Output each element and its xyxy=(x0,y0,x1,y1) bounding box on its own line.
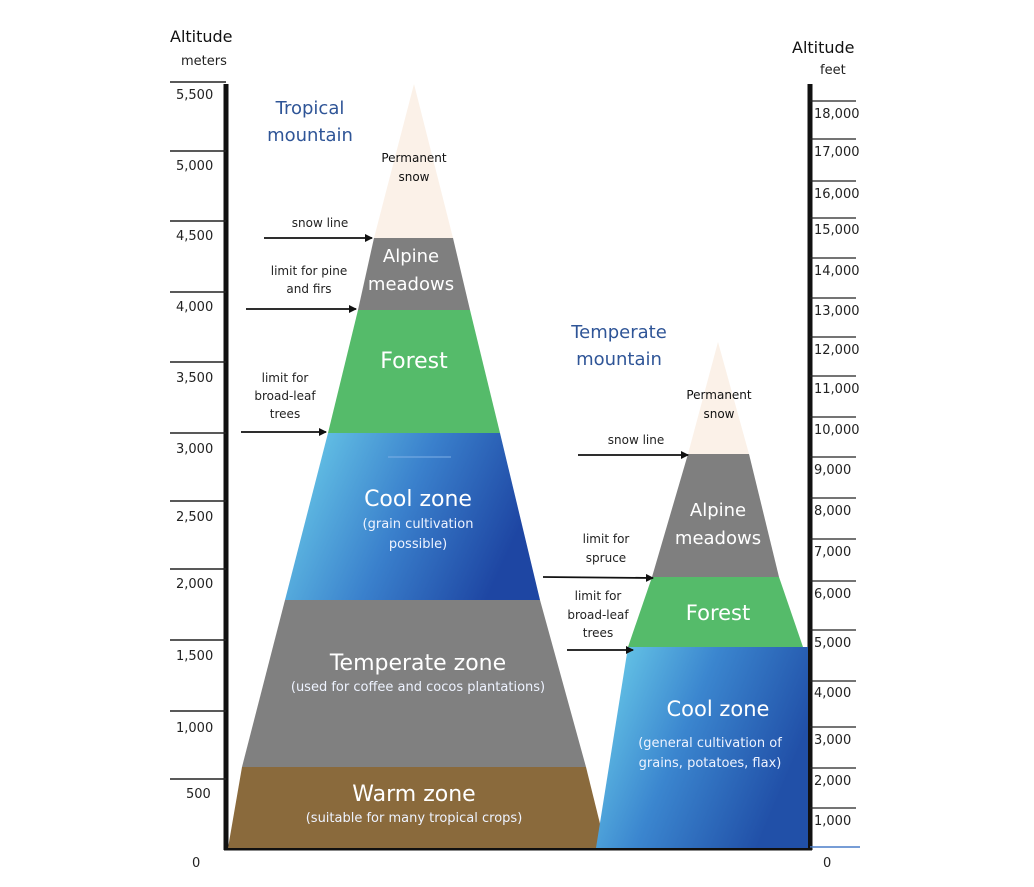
tropical-forest-label: Forest xyxy=(380,349,448,374)
right-tick-label: 4,000 xyxy=(814,686,851,701)
left-tick-label: 1,000 xyxy=(176,721,213,736)
tropical-title-line2: mountain xyxy=(267,125,353,146)
left-tick-label: 5,500 xyxy=(176,88,213,103)
tropical-warm-zone xyxy=(228,767,606,848)
tropical-temperate-sublabel: (used for coffee and cocos plantations) xyxy=(291,680,545,695)
right-tick-label: 16,000 xyxy=(814,187,860,202)
right-tick-label: 15,000 xyxy=(814,223,860,238)
left-axis-unit: meters xyxy=(181,54,227,69)
right-tick-label: 6,000 xyxy=(814,587,851,602)
right-tick-label: 17,000 xyxy=(814,145,860,160)
temperate-snow-line-label: snow line xyxy=(608,433,664,447)
tropical-warm-sublabel: (suitable for many tropical crops) xyxy=(306,811,523,826)
left-tick-label: 5,000 xyxy=(176,159,213,174)
left-tick-label: 3,500 xyxy=(176,371,213,386)
temperate-peak-label-line2: snow xyxy=(703,407,734,421)
temperate-cool-label: Cool zone xyxy=(667,697,770,721)
tropical-cool-zone xyxy=(285,433,540,600)
right-axis-title: Altitude xyxy=(792,38,855,57)
right-tick-label: 8,000 xyxy=(814,504,851,519)
tropical-broadleaf-label-line2: broad-leaf xyxy=(254,389,316,403)
temperate-forest-zone xyxy=(628,577,803,647)
temperate-snow-zone xyxy=(688,342,749,454)
right-axis-unit: feet xyxy=(820,63,846,78)
temperate-cool-sublabel-line1: (general cultivation of xyxy=(638,736,782,751)
tropical-snow-line-label: snow line xyxy=(292,216,348,230)
temperate-alpine-label-line2: meadows xyxy=(675,528,761,549)
tropical-alpine-label-line1: Alpine xyxy=(383,246,439,267)
right-tick-label: 0 xyxy=(823,856,831,871)
tropical-broadleaf-label-line1: limit for xyxy=(262,371,309,385)
right-tick-label: 11,000 xyxy=(814,382,860,397)
tropical-pine-limit-label-line1: limit for pine xyxy=(271,264,347,278)
temperate-broadleaf-label-line2: broad-leaf xyxy=(567,608,629,622)
tropical-temperate-label: Temperate zone xyxy=(329,651,506,676)
left-tick-label: 2,000 xyxy=(176,577,213,592)
right-axis-ticks: 18,000 17,000 16,000 15,000 14,000 13,00… xyxy=(810,100,860,871)
right-tick-label: 1,000 xyxy=(814,814,851,829)
left-tick-label: 2,500 xyxy=(176,510,213,525)
temperate-alpine-zone xyxy=(652,454,779,577)
left-axis-title: Altitude xyxy=(170,27,233,46)
right-tick-label: 13,000 xyxy=(814,304,860,319)
left-tick-label: 4,500 xyxy=(176,229,213,244)
temperate-peak-label-line1: Permanent xyxy=(686,388,752,402)
right-tick-label: 14,000 xyxy=(814,264,860,279)
temperate-spruce-limit-arrow xyxy=(542,573,654,582)
tropical-peak-label-line2: snow xyxy=(398,170,429,184)
tropical-title-line1: Tropical xyxy=(275,98,345,119)
right-tick-label: 18,000 xyxy=(814,107,860,122)
tropical-snow-zone xyxy=(374,84,453,238)
right-tick-label: 2,000 xyxy=(814,774,851,789)
right-tick-label: 3,000 xyxy=(814,733,851,748)
temperate-alpine-label-line1: Alpine xyxy=(690,500,746,521)
tropical-pine-limit-label-line2: and firs xyxy=(286,282,331,296)
left-tick-label: 500 xyxy=(186,787,211,802)
temperate-broadleaf-label-line1: limit for xyxy=(575,589,622,603)
temperate-cool-sublabel-line2: grains, potatoes, flax) xyxy=(639,756,782,771)
right-tick-label: 12,000 xyxy=(814,343,860,358)
right-tick-label: 5,000 xyxy=(814,636,851,651)
tropical-cool-sublabel-line1: (grain cultivation xyxy=(363,517,474,532)
tropical-temperate-zone xyxy=(242,600,586,767)
right-tick-label: 7,000 xyxy=(814,545,851,560)
temperate-spruce-limit-label-line2: spruce xyxy=(586,551,626,565)
right-tick-label: 9,000 xyxy=(814,463,851,478)
left-tick-label: 3,000 xyxy=(176,442,213,457)
left-tick-label: 0 xyxy=(192,856,200,871)
temperate-forest-label: Forest xyxy=(686,601,750,625)
temperate-broadleaf-label-line3: trees xyxy=(583,626,613,640)
temperate-spruce-limit-label-line1: limit for xyxy=(583,532,630,546)
tropical-warm-label: Warm zone xyxy=(352,782,475,807)
tropical-cool-label: Cool zone xyxy=(364,487,472,512)
temperate-title-line1: Temperate xyxy=(570,322,667,343)
tropical-alpine-zone xyxy=(358,238,470,310)
tropical-forest-zone xyxy=(328,310,500,433)
tropical-mountain: Tropical mountain Permanent snow Alpine … xyxy=(228,84,606,848)
tropical-broadleaf-label-line3: trees xyxy=(270,407,300,421)
left-axis-ticks: 5,500 5,000 4,500 4,000 3,500 3,000 2,50… xyxy=(170,81,226,871)
tropical-peak-label-line1: Permanent xyxy=(381,151,447,165)
left-tick-label: 4,000 xyxy=(176,300,213,315)
temperate-cool-zone xyxy=(596,647,808,848)
left-tick-label: 1,500 xyxy=(176,649,213,664)
tropical-cool-sublabel-line2: possible) xyxy=(389,537,447,552)
temperate-title-line2: mountain xyxy=(576,349,662,370)
temperate-mountain: Temperate mountain Permanent snow Alpine… xyxy=(542,322,808,848)
right-tick-label: 10,000 xyxy=(814,423,860,438)
tropical-alpine-label-line2: meadows xyxy=(368,274,454,295)
